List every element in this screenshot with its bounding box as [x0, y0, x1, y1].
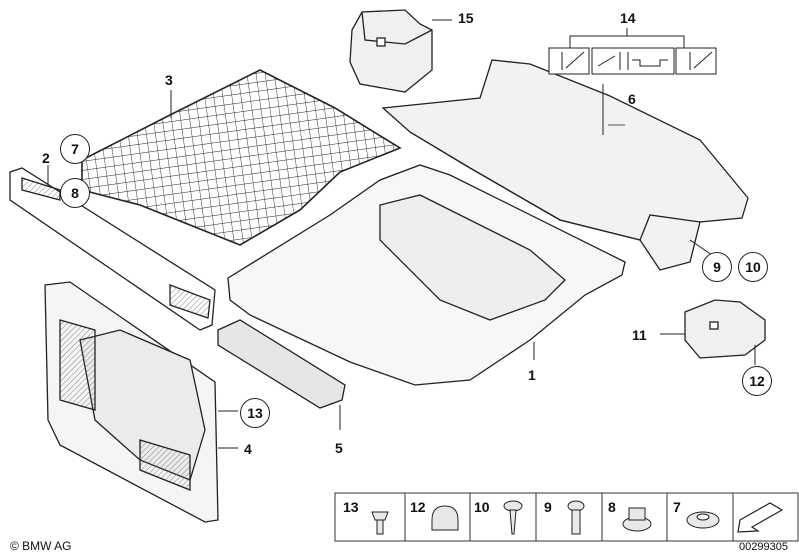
- callout-2: 2: [42, 150, 50, 166]
- legend-label-8: 8: [608, 499, 616, 515]
- bracket-15: [349, 9, 433, 93]
- callout-10: 10: [738, 252, 768, 282]
- trunk-floor-mat: [227, 164, 626, 386]
- legend-label-13: 13: [343, 499, 359, 515]
- floor-support: [217, 319, 346, 409]
- bracket-11: [684, 299, 766, 359]
- nut-icon-8: [622, 507, 652, 532]
- bolt-icon-9: [567, 500, 585, 535]
- screw-icon-10: [503, 500, 523, 535]
- clip-icon-13: [371, 511, 389, 535]
- luggage-net: [81, 69, 402, 246]
- brand-copyright: © BMW AG: [10, 539, 72, 553]
- document-number: 00299305: [739, 541, 788, 553]
- callout-3: 3: [165, 72, 173, 88]
- callout-9: 9: [702, 252, 732, 282]
- warning-labels: [548, 28, 717, 75]
- partition-strip: [9, 167, 216, 331]
- parcel-shelf: [381, 59, 749, 271]
- callout-13: 13: [240, 398, 270, 428]
- legend-label-9: 9: [544, 499, 552, 515]
- callout-5: 5: [335, 440, 343, 456]
- grommet-icon-7: [686, 511, 720, 529]
- callout-8: 8: [60, 178, 90, 208]
- callout-12: 12: [742, 366, 772, 396]
- legend-label-7: 7: [673, 499, 681, 515]
- side-trim-panel: [44, 281, 219, 523]
- callout-14: 14: [620, 10, 636, 26]
- callout-15: 15: [458, 10, 474, 26]
- cap-icon-12: [431, 505, 459, 531]
- callout-11: 11: [632, 327, 647, 343]
- legend-label-12: 12: [410, 499, 426, 515]
- fastener-legend: [334, 492, 799, 542]
- callout-7: 7: [60, 134, 90, 164]
- callout-4: 4: [244, 441, 252, 457]
- legend-label-10: 10: [474, 499, 490, 515]
- callout-6: 6: [628, 91, 636, 107]
- callout-1: 1: [528, 367, 536, 383]
- arrow-icon: [737, 502, 784, 533]
